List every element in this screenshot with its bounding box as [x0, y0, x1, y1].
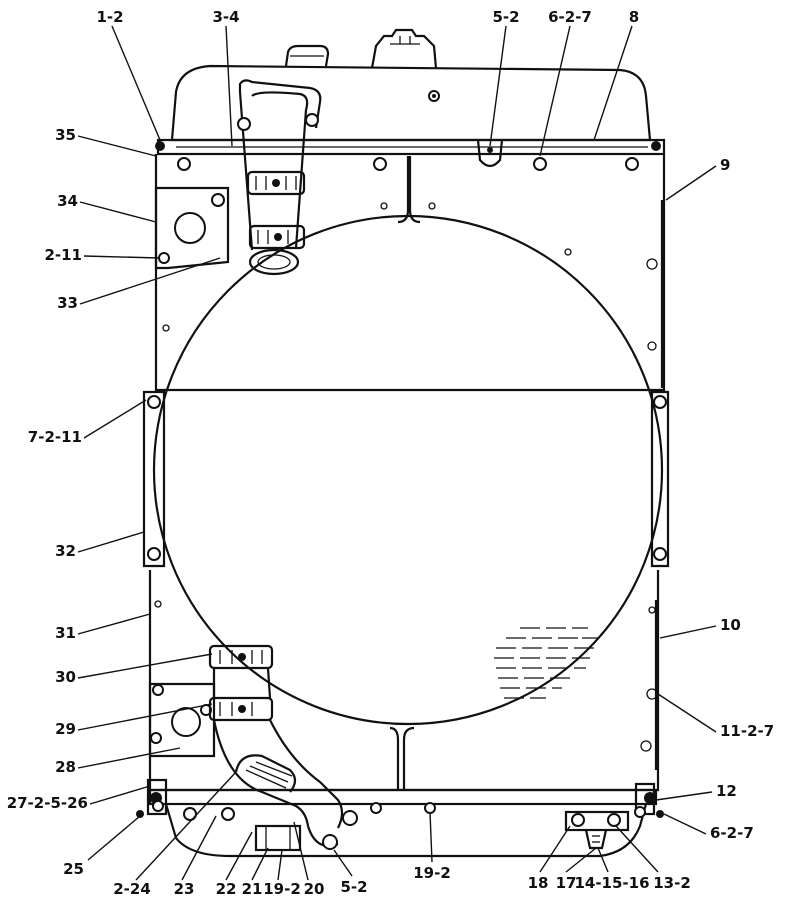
- upper-bracket-plate: [154, 186, 230, 270]
- callout-2-11: 2-11: [44, 246, 82, 264]
- callout-5-2-top: 5-2: [492, 8, 519, 26]
- callout-18: 18: [528, 874, 549, 892]
- callout-35: 35: [55, 126, 76, 144]
- right-side-bracket: [650, 390, 670, 568]
- fan-shroud-ring: [152, 214, 664, 726]
- callout-29: 29: [55, 720, 76, 738]
- callout-31: 31: [55, 624, 76, 642]
- callout-33: 33: [57, 294, 78, 312]
- callout-32: 32: [55, 542, 76, 560]
- callout-11-2-7: 11-2-7: [720, 722, 774, 740]
- lower-bracket-plate: [148, 682, 216, 758]
- callout-25: 25: [63, 860, 84, 878]
- bottom-left-bracket: [136, 778, 168, 818]
- callout-8: 8: [629, 8, 639, 26]
- lower-hose: [208, 644, 358, 850]
- bottom-right-bracket: [634, 782, 664, 818]
- callout-19-2-left: 19-2: [263, 880, 301, 898]
- upper-shroud: [154, 154, 666, 392]
- callout-3-4: 3-4: [212, 8, 239, 26]
- callout-22: 22: [216, 880, 237, 898]
- left-side-bracket: [142, 390, 166, 568]
- callout-9: 9: [720, 156, 730, 174]
- callout-28: 28: [55, 758, 76, 776]
- callout-34: 34: [57, 192, 78, 210]
- top-tank: [170, 64, 652, 142]
- callout-12: 12: [716, 782, 737, 800]
- callout-1-2: 1-2: [96, 8, 123, 26]
- callout-19-2-center: 19-2: [413, 864, 451, 882]
- callout-20: 20: [304, 880, 325, 898]
- bottom-outlet: [234, 754, 302, 852]
- top-center-fitting: [476, 139, 504, 168]
- callout-23: 23: [174, 880, 195, 898]
- callout-7-2-11: 7-2-11: [28, 428, 82, 446]
- callout-27-2-5-26: 27-2-5-26: [7, 794, 88, 812]
- callout-17: 17: [556, 874, 577, 892]
- callout-5-2-bottom: 5-2: [340, 878, 367, 896]
- callout-13-2: 13-2: [653, 874, 691, 892]
- top-flange-strip: [155, 138, 666, 156]
- filler-cap: [370, 28, 438, 69]
- upper-hose: [237, 79, 322, 276]
- callout-30: 30: [55, 668, 76, 686]
- leader-lines: [77, 25, 717, 881]
- overflow-tube: [284, 44, 330, 67]
- callout-14-15-16: 14-15-16: [574, 874, 649, 892]
- callout-labels: 1-2 3-4 5-2 6-2-7 8 9 35 34 2-11 33 7-2-…: [7, 8, 775, 898]
- callout-6-2-7-top: 6-2-7: [548, 8, 592, 26]
- callout-21: 21: [242, 880, 263, 898]
- callout-6-2-7-bottom: 6-2-7: [710, 824, 754, 842]
- callout-10: 10: [720, 616, 741, 634]
- callout-2-24: 2-24: [113, 880, 151, 898]
- drain-valve-assembly: [564, 810, 630, 850]
- core-fin-pattern: [494, 627, 598, 699]
